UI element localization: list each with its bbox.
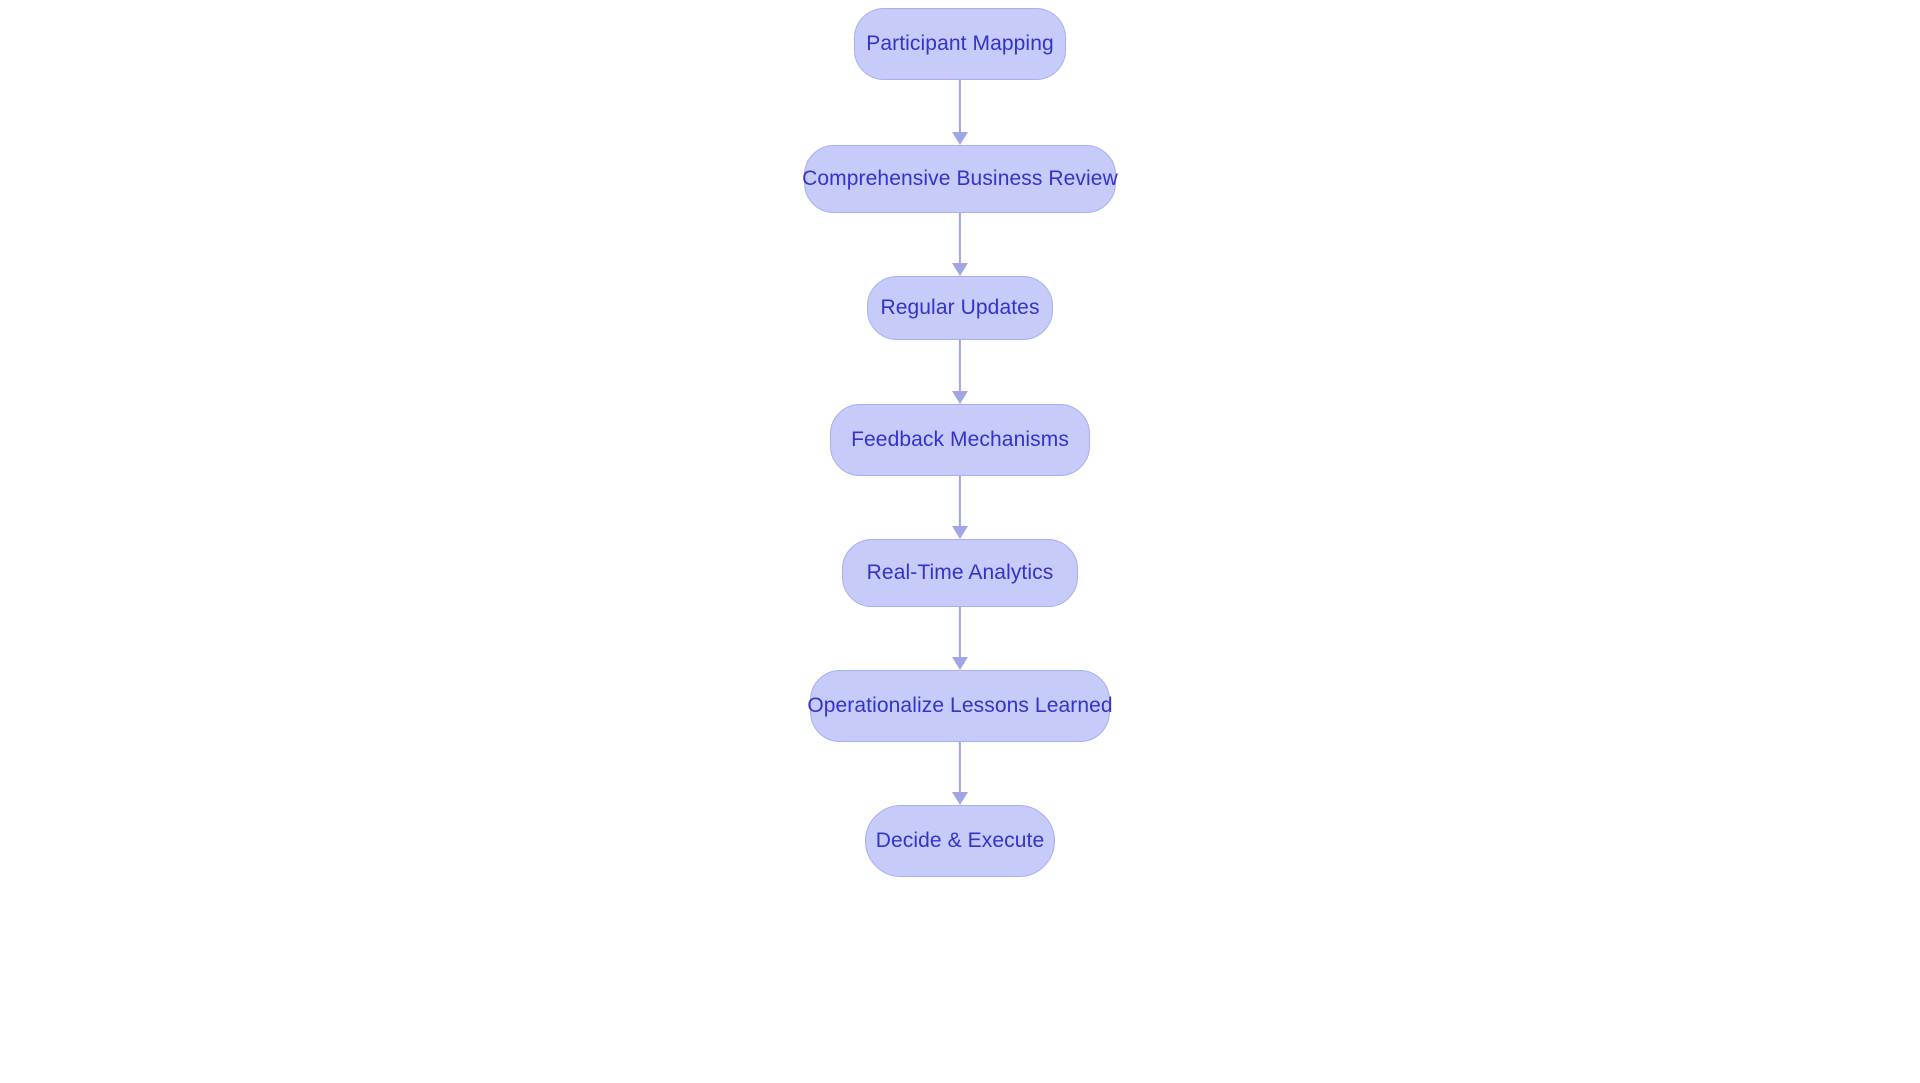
down-arrow-icon xyxy=(952,792,968,805)
edge-line xyxy=(958,607,962,659)
flow-node-feedback-mechanisms[interactable]: Feedback Mechanisms xyxy=(830,404,1090,476)
flow-edge-real-time-analytics-to-operationalize-lessons-learned xyxy=(949,607,971,670)
flow-edge-regular-updates-to-feedback-mechanisms xyxy=(949,340,971,404)
flow-edge-operationalize-lessons-learned-to-decide-and-execute xyxy=(949,742,971,805)
flow-node-label: Feedback Mechanisms xyxy=(851,428,1069,451)
flow-node-comprehensive-business-review[interactable]: Comprehensive Business Review xyxy=(802,145,1118,213)
flow-node-label: Regular Updates xyxy=(880,296,1040,319)
flow-edge-participant-mapping-to-comprehensive-business-review xyxy=(949,80,971,145)
edge-line xyxy=(958,476,962,528)
down-arrow-icon xyxy=(952,132,968,145)
flow-node-label: Real-Time Analytics xyxy=(866,561,1054,584)
flow-node-participant-mapping[interactable]: Participant Mapping xyxy=(854,8,1066,80)
flow-node-label: Comprehensive Business Review xyxy=(802,167,1118,190)
edge-line xyxy=(958,213,962,265)
flow-node-label: Operationalize Lessons Learned xyxy=(807,694,1113,717)
down-arrow-icon xyxy=(952,657,968,670)
down-arrow-icon xyxy=(952,263,968,276)
flow-node-label: Participant Mapping xyxy=(866,32,1054,55)
flow-node-real-time-analytics[interactable]: Real-Time Analytics xyxy=(842,539,1078,607)
edge-line xyxy=(958,340,962,393)
flow-edge-feedback-mechanisms-to-real-time-analytics xyxy=(949,476,971,539)
flow-node-operationalize-lessons-learned[interactable]: Operationalize Lessons Learned xyxy=(807,670,1113,742)
down-arrow-icon xyxy=(952,526,968,539)
flow-node-decide-and-execute[interactable]: Decide & Execute xyxy=(865,805,1055,877)
flow-node-label: Decide & Execute xyxy=(875,829,1045,852)
edge-line xyxy=(958,80,962,134)
flow-edge-comprehensive-business-review-to-regular-updates xyxy=(949,213,971,276)
down-arrow-icon xyxy=(952,391,968,404)
flow-node-regular-updates[interactable]: Regular Updates xyxy=(867,276,1053,340)
edge-line xyxy=(958,742,962,794)
